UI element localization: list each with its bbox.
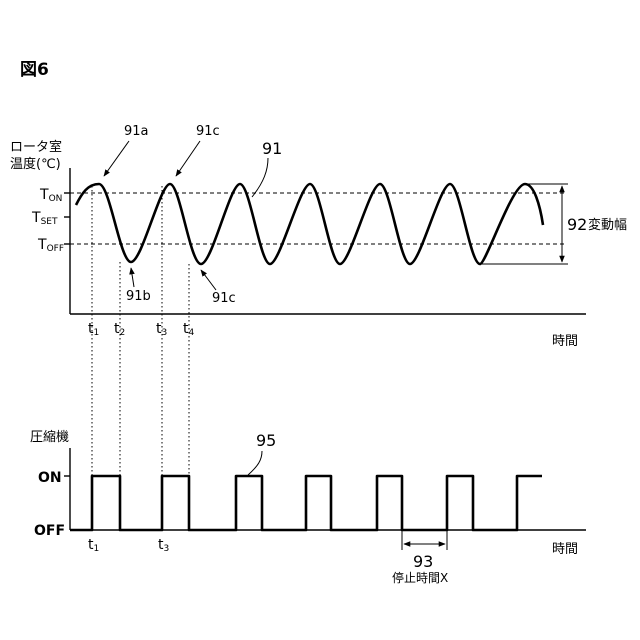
compressor-signal <box>70 476 542 530</box>
peak-label-91c: 91c <box>196 124 220 139</box>
valley-91b-arrow <box>131 268 134 287</box>
stop-time-text: 停止時間X <box>392 570 448 585</box>
peak-91c-arrow <box>176 141 200 176</box>
compressor-graph: 圧縮機 ON OFF 95 93 停止時間X t1 t3 時間 <box>30 429 586 585</box>
temperature-graph: ロータ室 温度(℃) TON TSET TOFF 91 91a 91c <box>10 124 627 349</box>
compressor-time-axis-label: 時間 <box>552 542 578 557</box>
compressor-time-mark-t1: t1 <box>88 537 99 554</box>
compressor-axis-label: 圧縮機 <box>30 429 69 445</box>
amplitude-text: 変動幅 <box>588 217 627 233</box>
peak-91a-arrow <box>104 141 129 176</box>
temperature-axis-label-line2: 温度(℃) <box>10 156 61 172</box>
t-set-label: TSET <box>31 210 58 227</box>
stop-time-number: 93 <box>413 552 433 571</box>
t-off-label: TOFF <box>37 237 64 254</box>
signal-95-leader-line <box>248 451 262 475</box>
signal-label-95: 95 <box>256 431 276 450</box>
temperature-axis-label-line1: ロータ室 <box>10 139 62 155</box>
on-level-label: ON <box>38 470 62 486</box>
off-level-label: OFF <box>34 523 65 539</box>
peak-label-91a: 91a <box>124 124 149 139</box>
curve-label-91: 91 <box>262 139 282 158</box>
temperature-wave <box>76 184 543 264</box>
temperature-time-axis-label: 時間 <box>552 334 578 349</box>
curve-91-leader-line <box>252 158 268 197</box>
valley-label-91c: 91c <box>212 291 236 306</box>
amplitude-number: 92 <box>567 215 587 234</box>
valley-91c-arrow <box>201 270 216 290</box>
compressor-time-mark-t3: t3 <box>158 537 169 554</box>
t-on-label: TON <box>39 187 62 204</box>
figure-label: 図6 <box>20 60 49 80</box>
time-mark-t1: t1 <box>88 321 99 338</box>
valley-label-91b: 91b <box>126 289 151 304</box>
